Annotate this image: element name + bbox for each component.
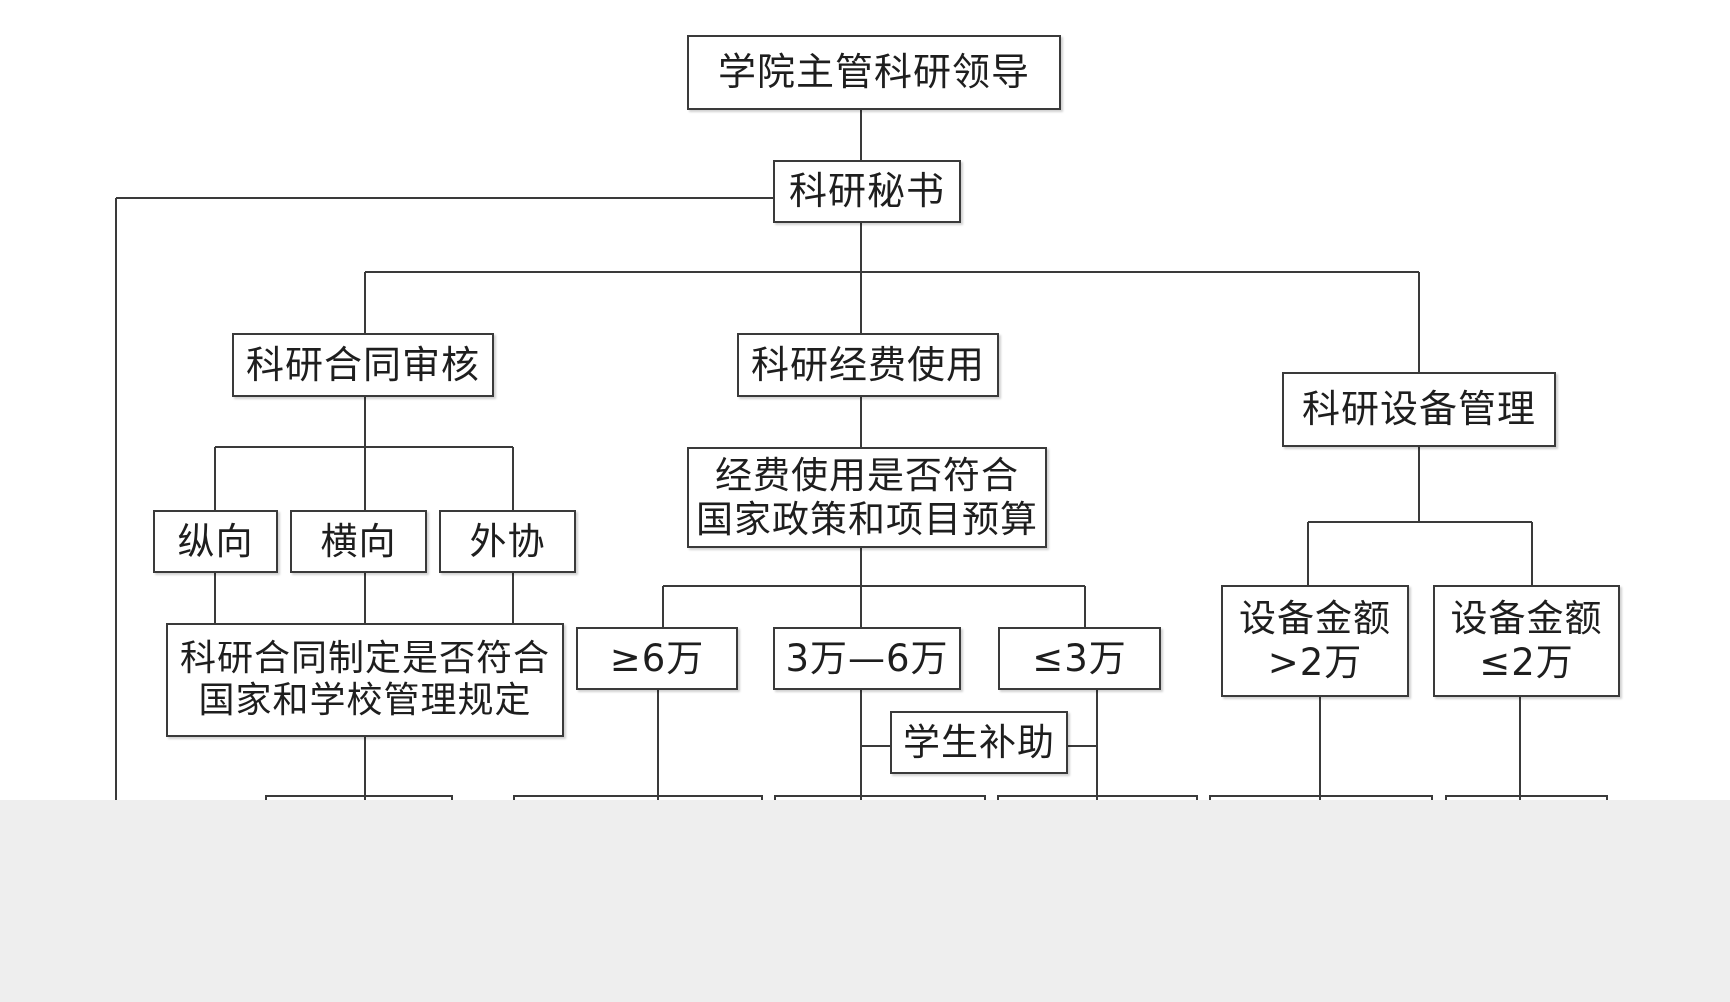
- node-under-3w: ≤3万: [998, 627, 1161, 690]
- node-horizontal: 横向: [290, 510, 427, 573]
- node-leader: 学院主管科研领导: [687, 35, 1061, 110]
- node-over-6w: ≥6万: [576, 627, 738, 690]
- node-equip-over-2w: 设备金额 >2万: [1221, 585, 1409, 697]
- node-fund-use: 科研经费使用: [737, 333, 999, 397]
- node-fund-compliance: 经费使用是否符合 国家政策和项目预算: [687, 447, 1047, 548]
- node-contract-review: 科研合同审核: [232, 333, 494, 397]
- node-vertical: 纵向: [153, 510, 278, 573]
- node-3w-to-6w: 3万—6万: [773, 627, 961, 690]
- node-equipment-mgmt: 科研设备管理: [1282, 372, 1556, 447]
- lower-blank-area: [0, 800, 1730, 1002]
- node-student-subsidy: 学生补助: [890, 711, 1068, 774]
- node-equip-under-2w: 设备金额 ≤2万: [1433, 585, 1620, 697]
- node-external: 外协: [439, 510, 576, 573]
- node-secretary: 科研秘书: [773, 160, 961, 223]
- node-contract-compliance: 科研合同制定是否符合 国家和学校管理规定: [166, 623, 564, 737]
